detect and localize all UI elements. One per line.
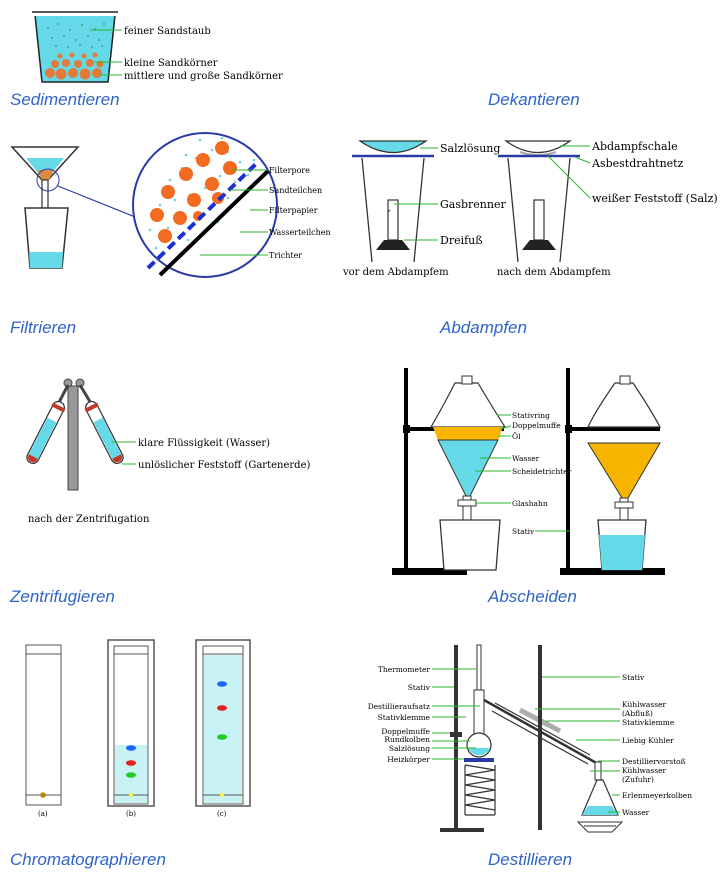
label-destilliervorstoss: Destilliervorstoß [622,757,686,766]
evaporation-setup-right [498,140,580,263]
sedimentation-leaders [90,29,122,76]
caption-zentrifugation: nach der Zentrifugation [28,514,150,525]
title-sedimentieren: Sedimentieren [10,90,120,109]
chromatography-strip-b [107,639,155,807]
label-stativ: Stativ [512,527,535,536]
chromatography-strip-a [25,644,62,806]
evaporation-leaders [394,145,591,241]
label-asbestdrahtnetz: Asbestdrahtnetz [591,157,684,170]
caption-chrom-a: (a) [38,810,48,818]
label-stativ-left: Stativ [408,683,431,692]
label-zufuhr: (Zufuhr) [622,775,654,784]
separatory-stand-right [560,368,665,575]
label-salzloesung-dest: Salzlösung [389,744,430,753]
title-chromatographieren: Chromatographieren [10,850,166,869]
caption-nach-abdampfen: nach dem Abdampfem [497,267,611,278]
label-sandteilchen: Sandteilchen [269,186,322,195]
label-kuehlwasser-abfluss: Kühlwasser [622,700,667,709]
title-dekantieren: Dekantieren [488,90,580,109]
label-doppelmuffe: Doppelmuffe [512,421,561,430]
label-stativklemme-left: Stativklemme [378,713,431,722]
label-feiner-sandstaub: feiner Sandstaub [124,26,211,37]
label-scheidetrichter: Scheidetrichter [512,467,572,476]
separatory-beaker-left [439,519,501,571]
label-stativring: Stativring [512,411,550,420]
label-filterpore: Filterpore [269,166,310,175]
distillation-apparatus [440,644,624,833]
title-abdampfen: Abdampfen [440,318,527,337]
label-dreifuss: Dreifuß [440,234,483,247]
separatory-funnel-left [429,375,507,527]
label-wasser: Wasser [512,454,540,463]
separatory-funnel-right [587,375,661,529]
label-kuehlwasser-zufuhr: Kühlwasser [622,766,667,775]
label-kleine-sandkoerner: kleine Sandkörner [124,58,218,69]
label-salzloesung: Salzlösung [440,142,500,155]
label-klare-fluessigkeit: klare Flüssigkeit (Wasser) [138,438,270,449]
label-mittlere-grosse-sandkoerner: mittlere und große Sandkörner [124,71,283,82]
evaporation-setup-left [352,140,434,263]
label-doppelmuffe: Doppelmuffe [381,727,430,736]
label-gasbrenner: Gasbrenner [440,198,506,211]
label-abdampfschale: Abdampfschale [591,140,678,153]
label-trichter: Trichter [269,251,302,260]
label-stativ-right: Stativ [622,673,645,682]
label-glashahn: Glashahn [512,499,548,508]
label-wasser-dest: Wasser [622,808,650,817]
separation-leaders [475,414,570,532]
label-abfluss: (Abfluß) [622,709,653,718]
filter-leaders [200,169,268,256]
label-stativklemme-right: Stativklemme [622,718,675,727]
label-oel: Öl [512,432,521,441]
label-erlenmeyerkolben: Erlenmeyerkolben [622,791,692,800]
filter-beaker [24,207,69,269]
title-filtrieren: Filtrieren [10,318,77,337]
title-destillieren: Destillieren [488,850,573,869]
label-destillieraufsatz: Destillieraufsatz [368,702,430,711]
label-rundkolben: Rundkolben [384,735,430,744]
label-heizkoerper: Heizkörper [387,755,430,764]
label-liebig-kuehler: Liebig Kühler [622,736,674,745]
distillation-leaders [432,668,620,813]
caption-vor-abdampfen: vor dem Abdampfem [342,267,449,278]
centrifuge [26,378,124,491]
label-unloeslicher-feststoff: unlöslicher Feststoff (Gartenerde) [138,460,310,471]
sedimentation-beaker [30,8,120,83]
caption-chrom-b: (b) [126,810,136,818]
label-wasserteilchen: Wasserteilchen [269,228,331,237]
filter-funnel [10,146,80,248]
chromatography-strip-c [195,639,251,807]
separatory-beaker-right [597,519,647,571]
filter-zoom-circle [132,132,278,278]
label-thermometer: Thermometer [378,665,430,674]
title-zentrifugieren: Zentrifugieren [10,587,115,606]
centrifuge-leaders [112,441,136,465]
title-abscheiden: Abscheiden [488,587,577,606]
caption-chrom-c: (c) [217,810,227,818]
label-weisser-feststoff: weißer Feststoff (Salz) [592,192,718,205]
label-filterpapier: Filterpapier [269,206,318,215]
